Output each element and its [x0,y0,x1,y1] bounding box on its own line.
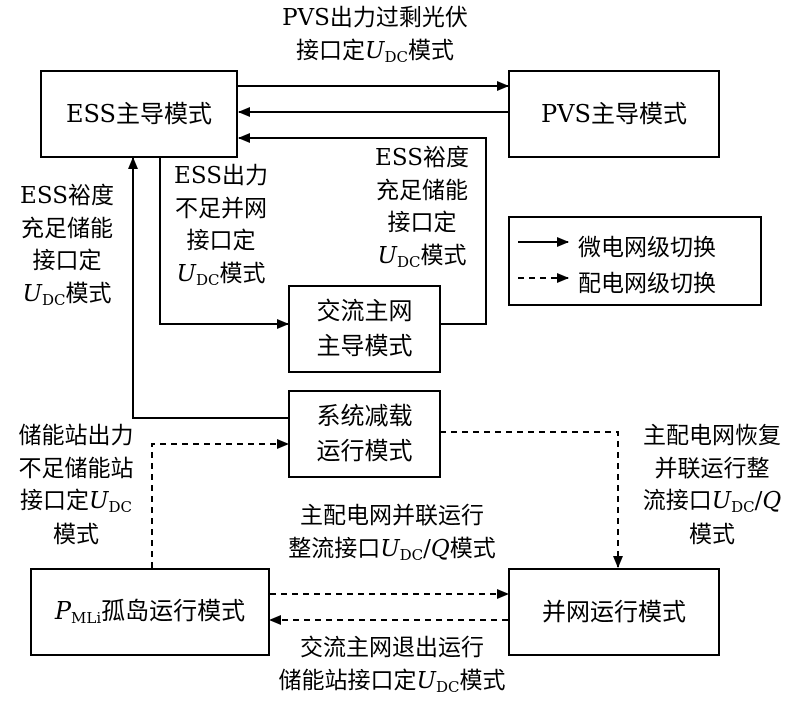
arrow-ess-to-ac [159,156,289,329]
arrow-shed-to-grid [440,431,623,568]
label-grid-to-island: 交流主网退出运行 储能站接口定UDC模式 [278,635,506,696]
node-ac-main-lead: 交流主网 主导模式 [288,285,441,373]
node-ac-main-line1: 交流主网 [316,297,413,326]
label-ac-to-ess: ESS裕度 充足储能 接口定 UDC模式 [375,145,469,271]
label-ess-to-ac: ESS出力 不足并网 接口定 UDC模式 [174,163,268,289]
arrow-ac-to-ess [238,133,487,325]
node-load-shed-line2: 运行模式 [316,437,413,465]
arrow-island-to-shed [151,439,289,568]
legend-distribution-label: 配电网级切换 [578,271,716,297]
node-load-shed: 系统减载 运行模式 [288,390,441,478]
label-island-to-shed: 储能站出力 不足储能站 接口定UDC 模式 [18,423,134,548]
node-pvs-lead: PVS主导模式 [508,70,720,158]
node-grid-connected: 并网运行模式 [508,568,720,656]
label-shed-to-ess: ESS裕度 充足储能 接口定 UDC模式 [20,183,114,309]
node-load-shed-line1: 系统减载 [316,402,413,431]
node-ess-lead: ESS主导模式 [40,70,238,158]
legend [508,216,762,306]
arrow-shed-to-ess [128,157,288,419]
label-ess-to-pvs: PVS出力过剩光伏 接口定UDC模式 [282,5,468,66]
legend-microgrid-label: 微电网级切换 [578,235,716,261]
node-pvs-lead-label: PVS主导模式 [541,99,687,128]
label-island-to-grid: 主配电网并联运行 整流接口UDC/Q模式 [288,503,496,564]
node-grid-connected-label: 并网运行模式 [542,597,686,626]
node-island-label: PMLi孤岛运行模式 [54,597,246,628]
node-ac-main-line2: 主导模式 [316,332,413,360]
node-ess-lead-label: ESS主导模式 [66,99,212,128]
node-island-mode: PMLi孤岛运行模式 [30,568,270,656]
label-shed-to-grid: 主配电网恢复 并联运行整 流接口UDC/Q 模式 [642,423,782,548]
